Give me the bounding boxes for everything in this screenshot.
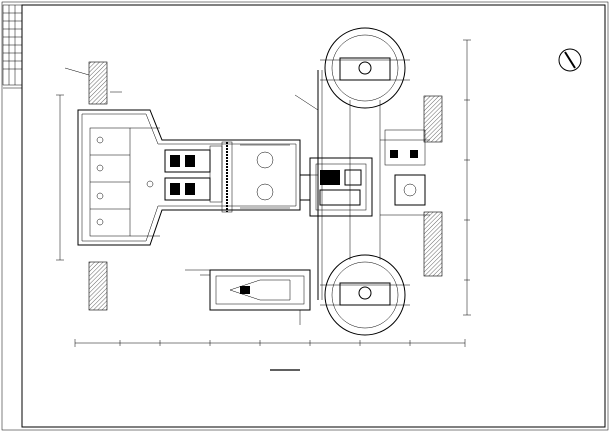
clarifier-bottom <box>320 254 410 336</box>
dimension-left <box>56 94 64 261</box>
clarifier-top <box>320 27 410 109</box>
right-hatch-top <box>423 95 443 143</box>
inner-border <box>21 4 606 428</box>
dimension-right <box>463 39 471 316</box>
sludge-building <box>200 269 311 325</box>
dimension-bottom <box>74 339 466 371</box>
inlet-works <box>77 109 301 246</box>
left-hatch-bottom <box>88 261 108 311</box>
control-building <box>300 157 373 217</box>
leader-lines <box>64 67 319 271</box>
left-hatch-top <box>88 61 108 105</box>
north-arrow-icon <box>558 48 582 72</box>
center-tanks <box>240 144 290 209</box>
right-hatch-bottom <box>423 211 443 277</box>
right-equipment <box>384 129 426 206</box>
equipment-blocks <box>146 145 223 203</box>
main-pipes <box>300 70 430 300</box>
title-block <box>2 4 23 89</box>
screen-conveyor <box>221 141 233 213</box>
